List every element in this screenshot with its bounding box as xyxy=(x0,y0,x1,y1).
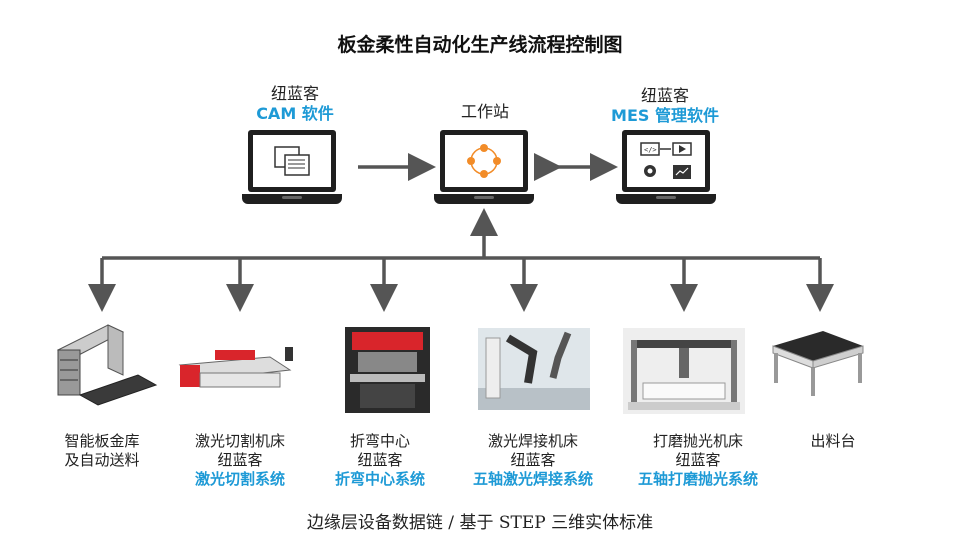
laser-cutting-label: 激光切割机床 纽蓝客 激光切割系统 xyxy=(155,432,325,489)
polishing-label: 打磨抛光机床 纽蓝客 五轴打磨抛光系统 xyxy=(613,432,783,489)
laser-cutting-name: 激光切割机床 xyxy=(194,432,285,450)
storage-name: 智能板金库 xyxy=(64,432,140,450)
press-brake-name: 折弯中心 xyxy=(349,432,410,450)
cam-label: 纽蓝客 CAM 软件 xyxy=(235,84,355,124)
polishing-machine-icon xyxy=(623,328,745,418)
output-table-name: 出料台 xyxy=(810,432,856,450)
polishing-name: 打磨抛光机床 xyxy=(652,432,743,450)
cam-software: CAM 软件 xyxy=(256,104,334,123)
laser-cutting-vendor: 纽蓝客 xyxy=(217,451,263,469)
diagram-title: 板金柔性自动化生产线流程控制图 xyxy=(337,34,623,56)
laser-welding-label: 激光焊接机床 纽蓝客 五轴激光焊接系统 xyxy=(448,432,618,489)
mes-vendor: 纽蓝客 xyxy=(640,86,689,105)
press-brake-vendor: 纽蓝客 xyxy=(357,451,403,469)
laser-welding-robot-icon xyxy=(478,328,590,418)
cam-vendor: 纽蓝客 xyxy=(270,84,319,103)
footer-caption: 边缘层设备数据链 / 基于 STEP 三维实体标准 xyxy=(306,513,654,533)
laser-welding-vendor: 纽蓝客 xyxy=(510,451,556,469)
press-brake-system: 折弯中心系统 xyxy=(334,470,425,488)
laser-welding-name: 激光焊接机床 xyxy=(487,432,578,450)
mes-laptop-icon: </> xyxy=(616,130,716,210)
workstation-laptop-icon xyxy=(434,130,534,210)
mes-software: MES 管理软件 xyxy=(611,106,719,125)
press-brake-label: 折弯中心 纽蓝客 折弯中心系统 xyxy=(295,432,465,489)
workstation-name: 工作站 xyxy=(460,102,509,121)
storage-name-2: 及自动送料 xyxy=(64,451,140,469)
workstation-label: 工作站 xyxy=(425,102,545,122)
laser-cutting-machine-icon xyxy=(175,345,293,435)
output-table-label: 出料台 xyxy=(748,432,918,451)
mes-label: 纽蓝客 MES 管理软件 xyxy=(600,86,730,126)
cam-laptop-icon xyxy=(242,130,342,210)
press-brake-icon xyxy=(340,322,450,413)
laser-cutting-system: 激光切割系统 xyxy=(194,470,285,488)
polishing-vendor: 纽蓝客 xyxy=(675,451,721,469)
output-table-icon xyxy=(768,328,878,418)
laser-welding-system: 五轴激光焊接系统 xyxy=(472,470,593,488)
svg-text:</>: </> xyxy=(644,146,657,154)
sheet-metal-storage-icon xyxy=(48,320,158,410)
polishing-system: 五轴打磨抛光系统 xyxy=(637,470,758,488)
storage-label: 智能板金库 及自动送料 xyxy=(17,432,187,470)
